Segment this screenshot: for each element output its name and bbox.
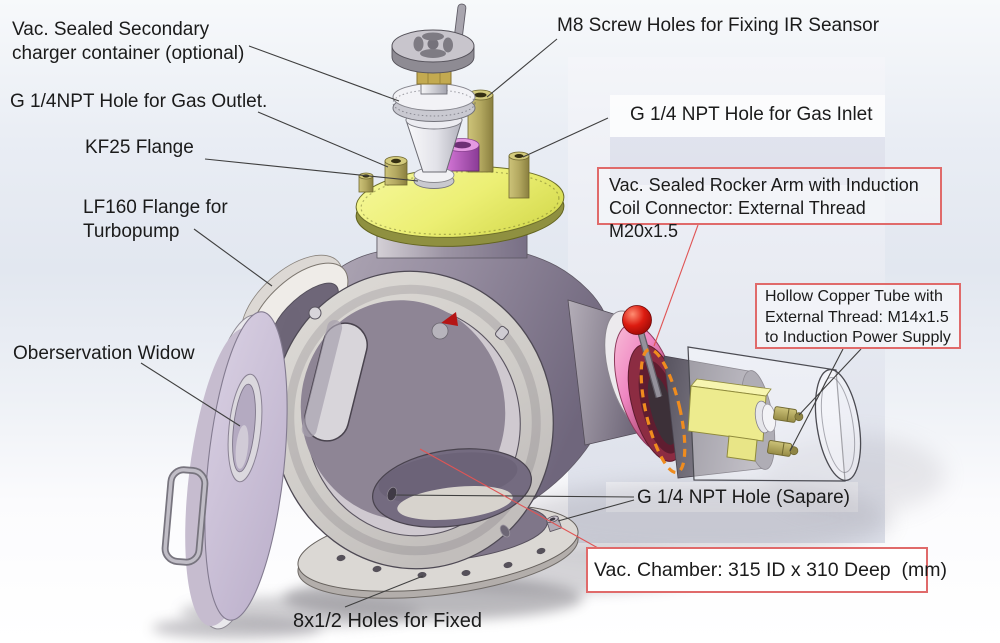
label-secondary-charger: Vac. Sealed Secondary charger container … [12, 19, 245, 64]
label-spare-hole: G 1/4 NPT Hole (Sapare) [637, 487, 850, 508]
induction-port-assembly [567, 299, 862, 482]
callout-rocker-arm: Vac. Sealed Rocker Arm with Induction Co… [597, 167, 942, 241]
copper-connector-block-small [726, 435, 758, 462]
label-holes-fixed: 8x1/2 Holes for Fixed [293, 610, 482, 632]
observation-window-door [161, 311, 288, 630]
base-bolt-holes [336, 547, 546, 579]
interior-bottom-opening [372, 448, 532, 528]
interior-red-part [441, 312, 458, 326]
leader-copper-b [789, 348, 844, 452]
leader-kf25 [204, 158, 419, 182]
copper-connector-block [687, 385, 767, 442]
red-leader-lines [419, 224, 699, 549]
label-band-gas-inlet [610, 95, 885, 137]
copper-pin-lower [767, 440, 799, 457]
label-gas-inlet: G 1/4 NPT Hole for Gas Inlet [630, 104, 873, 125]
leader-gas-outlet [257, 111, 389, 168]
callout-copper-tube: Hollow Copper Tube with External Thread:… [755, 283, 961, 349]
leader-copper-a [798, 348, 862, 416]
leader-spare-b [557, 499, 635, 522]
glass-tube-end-inner [820, 377, 856, 473]
glass-tube-end [814, 368, 862, 482]
leader-chamber-size [419, 448, 599, 549]
secondary-charger-container [391, 3, 476, 189]
brass-post-gas-outlet [384, 156, 408, 186]
window-hole-light [235, 425, 249, 469]
leader-observation [140, 362, 241, 427]
leader-holes-fixed [344, 575, 424, 608]
rim-notch [308, 306, 322, 320]
top-plate-knurl [360, 171, 560, 235]
label-gas-outlet: G 1/4NPT Hole for Gas Outlet. [10, 91, 268, 112]
charger-ring-knurl [392, 89, 476, 117]
door-handle [161, 466, 209, 566]
copper-pin-upper [773, 406, 804, 423]
leader-lines [140, 38, 862, 608]
interior-ball-peg [431, 322, 449, 340]
top-plate-assembly [355, 3, 565, 247]
rocker-arm-rod [638, 332, 662, 398]
leader-m8 [486, 38, 558, 98]
rocker-ball [622, 305, 652, 335]
leader-lf160 [193, 228, 273, 287]
leader-rocker-arm [653, 224, 699, 347]
label-lf160-flange: LF160 Flange for Turbopump [83, 197, 228, 242]
label-kf25-flange: KF25 Flange [85, 137, 194, 158]
leader-spare-a [393, 494, 635, 498]
rim-peg [495, 325, 509, 341]
rim-small-hole [499, 524, 511, 538]
charger-knob-pattern [413, 32, 453, 58]
callout-chamber-size: Vac. Chamber: 315 ID x 310 Deep (mm) [586, 547, 947, 593]
interior-turbopump-port [301, 320, 368, 442]
panel-shade-band [610, 137, 885, 185]
label-observation-window: Oberservation Widow [13, 343, 195, 364]
induction-coil-dashed-circle [639, 347, 687, 475]
leader-secondary-charger [248, 45, 400, 102]
leader-gas-inlet [522, 117, 609, 158]
label-m8-screw-holes: M8 Screw Holes for Fixing IR Seansor [557, 15, 880, 36]
chamber-front-rim [272, 270, 554, 570]
brass-post-gas-inlet [508, 151, 530, 199]
